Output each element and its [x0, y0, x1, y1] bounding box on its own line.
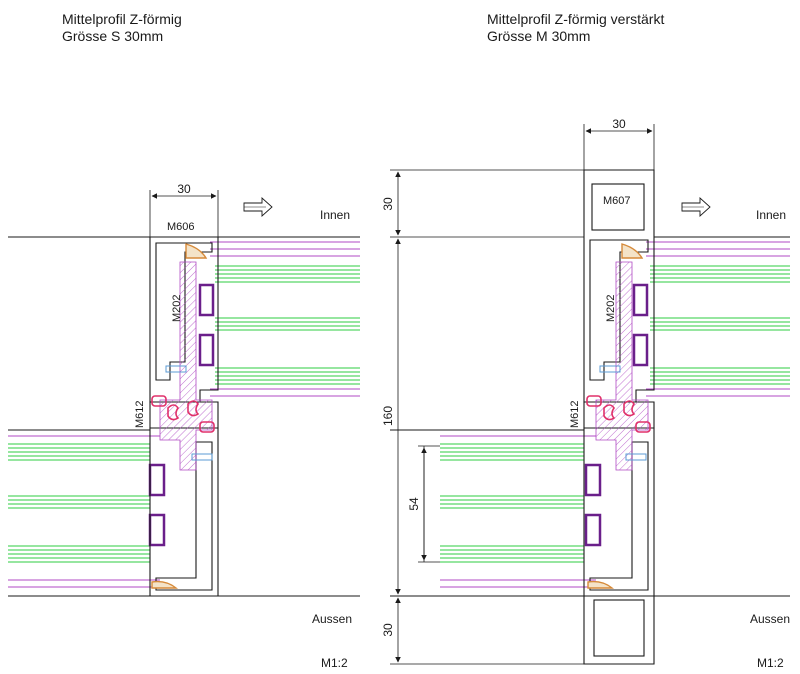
left-top-seal [185, 243, 208, 259]
left-upper-spacer-2 [198, 333, 215, 367]
left-dim-width-label: 30 [177, 182, 191, 196]
right-bottom-seal [587, 580, 614, 589]
right-gaskets [586, 395, 651, 433]
left-title-line2: Grösse S 30mm [62, 28, 164, 44]
right-width-dimension: 30 [583, 117, 655, 170]
left-profile-top-label: M606 [167, 221, 195, 233]
right-title-line2: Grösse M 30mm [487, 28, 591, 44]
left-gaskets [151, 395, 215, 433]
left-drawing: 30 Innen Aussen M1:2 [8, 182, 360, 670]
right-profile-middle-label: M612 [569, 400, 581, 428]
right-dim-width-label: 30 [612, 117, 626, 131]
right-direction-arrow-icon [681, 196, 711, 218]
right-screws [599, 365, 647, 461]
right-title: Mittelprofil Z-förmig verstärkt Grösse M… [487, 11, 664, 45]
left-outer-label: Aussen [312, 612, 352, 626]
left-profile-middle-label: M612 [134, 400, 146, 428]
left-profile-vertical-label: M202 [171, 294, 183, 322]
left-lower-spacer-2 [148, 513, 166, 547]
right-dim-top-label: 30 [381, 197, 395, 211]
right-scale-label: M1:2 [757, 656, 784, 670]
left-direction-arrow-icon [243, 196, 273, 218]
left-scale-label: M1:2 [321, 656, 348, 670]
right-profile-vertical-label: M202 [605, 294, 617, 322]
right-profile-top-label: M607 [603, 195, 631, 207]
right-drawing: 30 30 160 54 30 Innen Aussen M1:2 [381, 117, 790, 670]
right-lower-spacer-2 [584, 513, 602, 547]
left-title: Mittelprofil Z-förmig Grösse S 30mm [62, 11, 182, 45]
right-outer-label: Aussen [750, 612, 790, 626]
left-lower-spacer-1 [148, 463, 166, 497]
left-inner-label: Innen [320, 208, 350, 222]
right-lower-spacer-1 [584, 463, 602, 497]
left-title-line1: Mittelprofil Z-förmig [62, 11, 182, 27]
left-upper-spacer-1 [198, 283, 215, 317]
right-dim-glass-label: 54 [407, 497, 421, 511]
right-upper-spacer-2 [632, 333, 649, 367]
left-bottom-seal [151, 580, 178, 589]
right-upper-glazing [632, 241, 790, 397]
left-lower-glazing [8, 435, 166, 588]
left-upper-glazing [198, 241, 360, 397]
right-dim-main-label: 160 [381, 406, 395, 426]
right-title-line1: Mittelprofil Z-förmig verstärkt [487, 11, 665, 27]
right-inner-label: Innen [756, 208, 786, 222]
right-dim-bottom-label: 30 [381, 623, 395, 637]
right-top-seal [621, 243, 644, 259]
right-lower-glazing [440, 435, 602, 588]
right-upper-spacer-1 [632, 283, 649, 317]
right-core-hatch [595, 261, 649, 471]
left-screws [165, 365, 213, 461]
left-width-dimension: 30 [149, 182, 219, 237]
right-vertical-dimensions [395, 171, 440, 663]
